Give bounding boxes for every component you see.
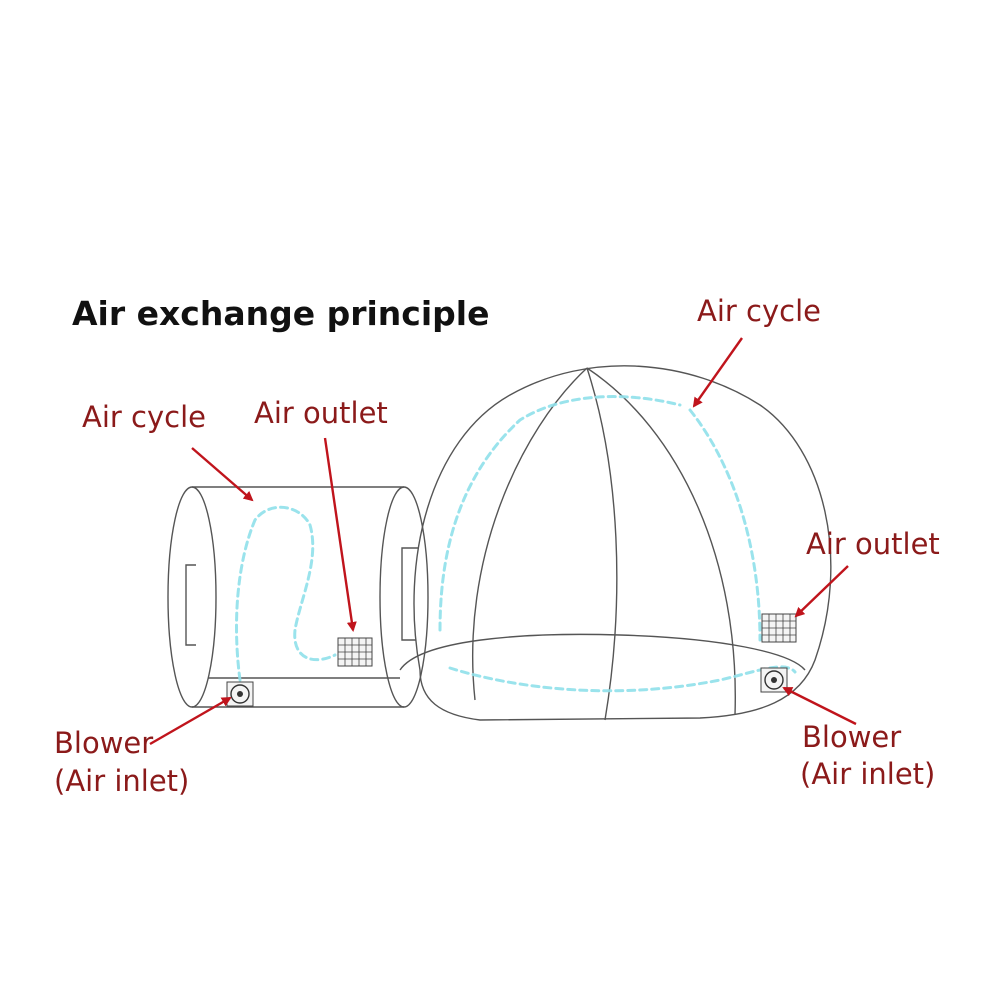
- dome-flow-left: [438, 395, 682, 632]
- dome-rib-left: [471, 367, 588, 701]
- label-dome-blower-inlet: (Air inlet): [800, 757, 936, 791]
- tunnel: [167, 486, 429, 708]
- arrow-dome-air-outlet: [794, 565, 849, 618]
- label-tunnel-air-outlet: Air outlet: [254, 396, 388, 430]
- arrow-tunnel-air-cycle: [191, 447, 254, 502]
- dome-floor-ring: [399, 633, 806, 671]
- pointer-arrows: [149, 337, 857, 746]
- arrow-tunnel-air-outlet: [323, 437, 357, 632]
- tunnel-air-outlet-vent: [337, 637, 373, 667]
- dome-rib-right: [586, 367, 736, 716]
- tunnel-door-right: [401, 547, 418, 641]
- tunnel-blower-fan: [226, 681, 254, 707]
- tunnel-rear-ring: [167, 486, 217, 708]
- label-dome-air-outlet: Air outlet: [806, 527, 940, 561]
- label-tunnel-air-cycle: Air cycle: [82, 400, 206, 434]
- label-tunnel-blower-inlet: (Air inlet): [54, 764, 190, 798]
- label-dome-air-cycle: Air cycle: [697, 294, 821, 328]
- label-dome-blower: Blower: [802, 720, 902, 754]
- arrow-dome-air-cycle: [692, 337, 743, 408]
- dome: [399, 365, 832, 721]
- dome-blower-fan: [760, 667, 788, 693]
- tunnel-door-left: [185, 564, 196, 646]
- diagram-title: Air exchange principle: [72, 294, 490, 333]
- tunnel-front-ring: [379, 486, 429, 708]
- dome-shell: [413, 365, 832, 721]
- dome-flow-right: [688, 408, 762, 642]
- tunnel-flow-path: [235, 505, 337, 682]
- label-tunnel-blower: Blower: [54, 726, 154, 760]
- arrow-dome-blower: [782, 686, 857, 726]
- arrow-tunnel-blower: [149, 696, 232, 746]
- dome-flow-floor: [448, 665, 797, 693]
- dome-air-outlet-vent: [761, 613, 797, 643]
- dome-rib-center: [586, 367, 618, 721]
